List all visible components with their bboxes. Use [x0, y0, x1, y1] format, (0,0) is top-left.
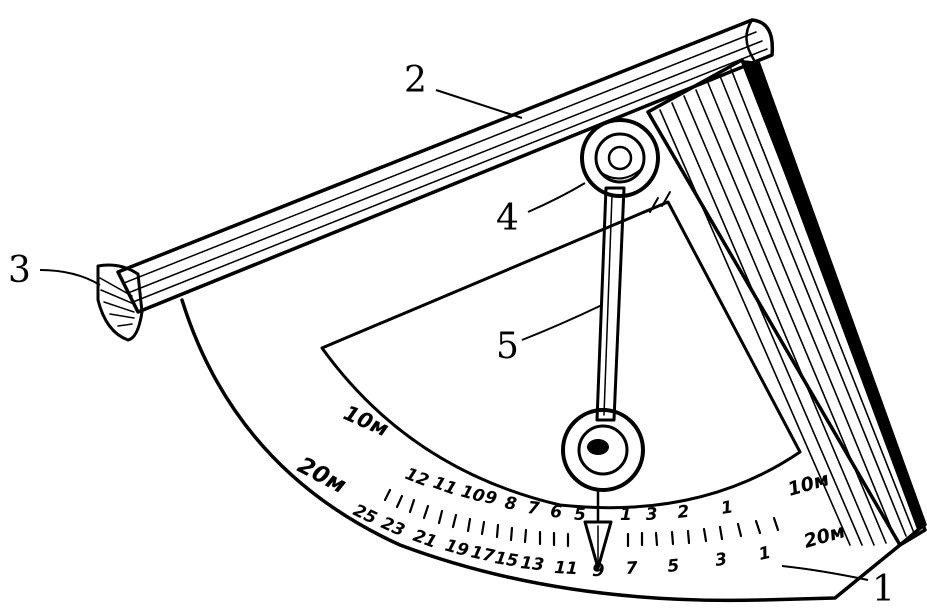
scale-outer-number: 5: [666, 556, 680, 577]
scale-outer-number: 11: [554, 558, 579, 579]
callout-2: 2: [404, 60, 427, 101]
leader-4: [527, 182, 586, 213]
scale-inner-number: 2: [676, 502, 690, 523]
scale-outer-number: 9: [592, 560, 605, 581]
callout-1: 1: [872, 569, 895, 609]
scale-inner-number: 3: [645, 504, 658, 525]
scale-ticks: [383, 488, 780, 548]
scale-outer-number: 17: [469, 542, 496, 567]
scale-inner-number: 12: [402, 464, 431, 491]
leader-5: [521, 304, 603, 341]
scale-inner-number: 8: [503, 493, 518, 515]
scale-outer-number: 15: [493, 548, 520, 571]
callout-leaders: [39, 89, 869, 581]
scale-inner-number: 11: [430, 473, 459, 500]
scale-outer-number: 1: [757, 543, 773, 565]
scale-outer-number: 7: [625, 558, 638, 579]
pivot: [580, 118, 660, 198]
callout-3: 3: [8, 250, 31, 291]
range-label-right-inner: 10м: [785, 468, 831, 501]
range-label-left-inner: 10м: [340, 401, 392, 442]
eyepiece: [96, 263, 144, 342]
scale-outer-number: 25: [350, 501, 380, 529]
scale-inner-number: 7: [526, 498, 540, 519]
sector-plate: [180, 191, 920, 603]
pendulum: [561, 186, 645, 570]
scale-outer-number: 19: [443, 536, 471, 562]
leader-3: [39, 269, 101, 286]
callout-4: 4: [496, 198, 519, 239]
range-label-left-outer: 20м: [293, 452, 350, 499]
leader-2: [435, 89, 523, 119]
scale-inner-number: 1: [620, 505, 632, 525]
side-arm: [646, 58, 927, 547]
range-label-right-outer: 20м: [801, 520, 847, 553]
leader-1: [781, 565, 869, 581]
scale-inner-number: 5: [574, 505, 586, 525]
scale-outer-number: 3: [714, 549, 729, 571]
callout-5: 5: [496, 326, 519, 367]
scale-inner-number: 1: [720, 497, 735, 519]
scale-outer-number: 13: [519, 553, 545, 575]
scale-inner-number: 9: [483, 487, 499, 509]
scale-inner-number: 6: [550, 502, 563, 523]
top-bar: [116, 18, 775, 314]
